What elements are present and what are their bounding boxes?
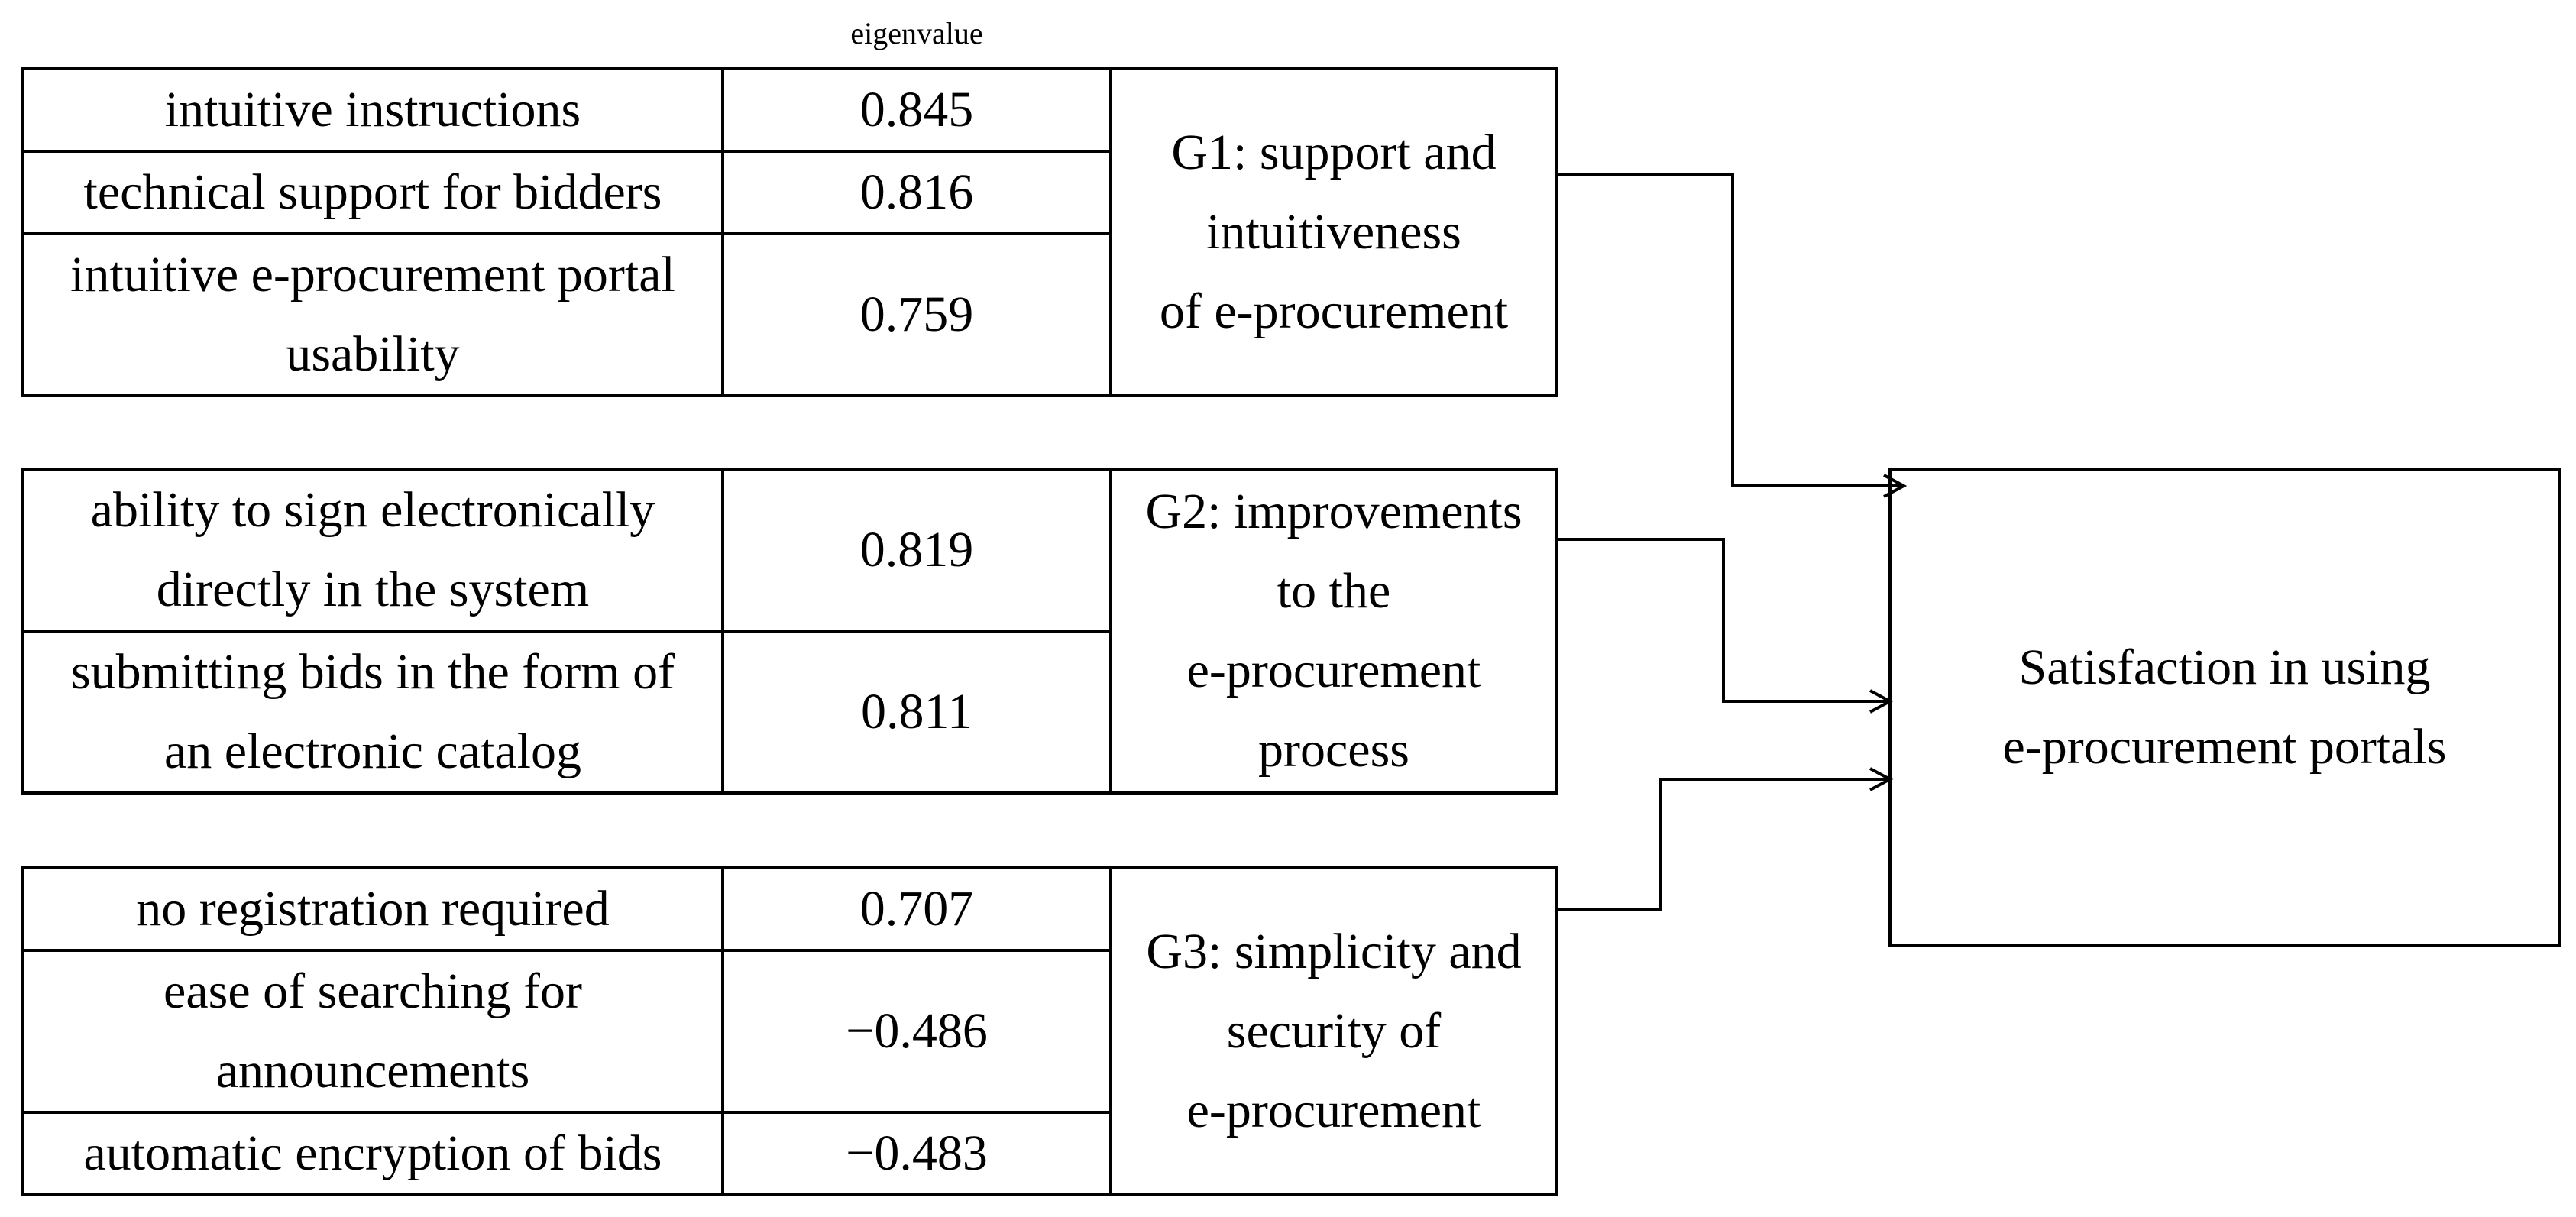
eigenvalue-value: 0.845 [859,82,974,138]
g3-arrowhead [1869,767,1894,791]
item-label: technical support for bidders [83,164,662,220]
item-cell: submitting bids in the form of an electr… [21,630,724,795]
item-cell: automatic encryption of bids [21,1111,724,1196]
item-label: ability to sign electronically [90,482,655,538]
g1-connector-arrow [1555,173,1904,487]
group-label-line: intuitiveness [1206,204,1461,260]
group-1-table: intuitive instructions 0.845 G1: support… [21,67,1558,397]
item-cell: intuitive e-procurement portal usability [21,232,724,397]
table-row: submitting bids in the form of an electr… [21,630,1557,795]
eigenvalue-value: 0.811 [860,684,973,740]
group-1-label-cell: G1: support and intuitiveness of e-procu… [1109,67,1558,397]
table-row: intuitive instructions 0.845 G1: support… [21,67,1558,397]
group-2-label-cell: G2: improvements to the e-procurement pr… [1109,468,1558,795]
group-2-table: ability to sign electronically directly … [21,468,1558,795]
group-label-line: security of [1226,1003,1442,1059]
group-label-line: G3: simplicity and [1146,924,1522,979]
item-label: usability [286,326,460,382]
item-label: intuitive e-procurement portal [70,247,675,303]
eigenvalue-cell: 0.816 [721,150,1112,235]
table-row: technical support for bidders 0.816 [21,150,1557,235]
item-label: no registration required [136,881,610,937]
eigenvalue-value: 0.816 [859,164,974,220]
item-label: directly in the system [156,562,590,617]
eigenvalue-cell: −0.486 [721,949,1112,1114]
item-label: ease of searching for [163,963,582,1019]
item-label: submitting bids in the form of [70,644,675,700]
table-row: no registration required 0.707 G3: simpl… [21,866,1558,1196]
eigenvalue-value: −0.483 [846,1125,988,1181]
outcome-label-line: Satisfaction in using [2018,639,2431,695]
eigenvalue-cell: 0.819 [721,468,1112,633]
item-cell: ability to sign electronically directly … [21,468,724,633]
g2-arrowhead [1869,689,1894,714]
table-row: ease of searching for announcements −0.4… [21,949,1557,1114]
item-label: announcements [215,1043,530,1099]
group-label-line: to the [1277,563,1391,619]
outcome-label-line: e-procurement portals [2002,719,2447,775]
eigenvalue-value: 0.707 [859,881,974,937]
eigenvalue-cell: 0.707 [721,866,1112,952]
eigenvalue-cell: 0.845 [721,67,1112,153]
eigenvalue-column-header: eigenvalue [850,16,983,50]
g3-connector-arrow [1555,778,1890,911]
table-row: automatic encryption of bids −0.483 [21,1111,1557,1196]
item-label: intuitive instructions [164,82,581,138]
eigenvalue-value: −0.486 [846,1003,988,1059]
group-3-label-cell: G3: simplicity and security of e-procure… [1109,866,1558,1196]
item-label: an electronic catalog [163,723,581,779]
group-label-line: G2: improvements [1145,484,1523,539]
eigenvalue-cell: 0.811 [721,630,1112,795]
eigenvalue-cell: −0.483 [721,1111,1112,1196]
group-label-line: process [1258,722,1409,778]
group-label-line: e-procurement [1186,1083,1481,1138]
group-label-line: e-procurement [1186,642,1481,698]
eigenvalue-value: 0.759 [859,286,974,342]
outcome-box: Satisfaction in using e-procurement port… [1888,468,2561,947]
group-label-line: G1: support and [1171,125,1497,180]
table-row: intuitive e-procurement portal usability… [21,232,1557,397]
group-3-table: no registration required 0.707 G3: simpl… [21,866,1558,1196]
item-cell: intuitive instructions [21,67,724,153]
item-label: automatic encryption of bids [83,1125,662,1181]
item-cell: technical support for bidders [21,150,724,235]
group-label-line: of e-procurement [1159,283,1509,339]
item-cell: ease of searching for announcements [21,949,724,1114]
table-row: ability to sign electronically directly … [21,468,1558,795]
item-cell: no registration required [21,866,724,952]
g2-connector-arrow [1555,538,1890,703]
eigenvalue-value: 0.819 [859,522,974,578]
eigenvalue-cell: 0.759 [721,232,1112,397]
